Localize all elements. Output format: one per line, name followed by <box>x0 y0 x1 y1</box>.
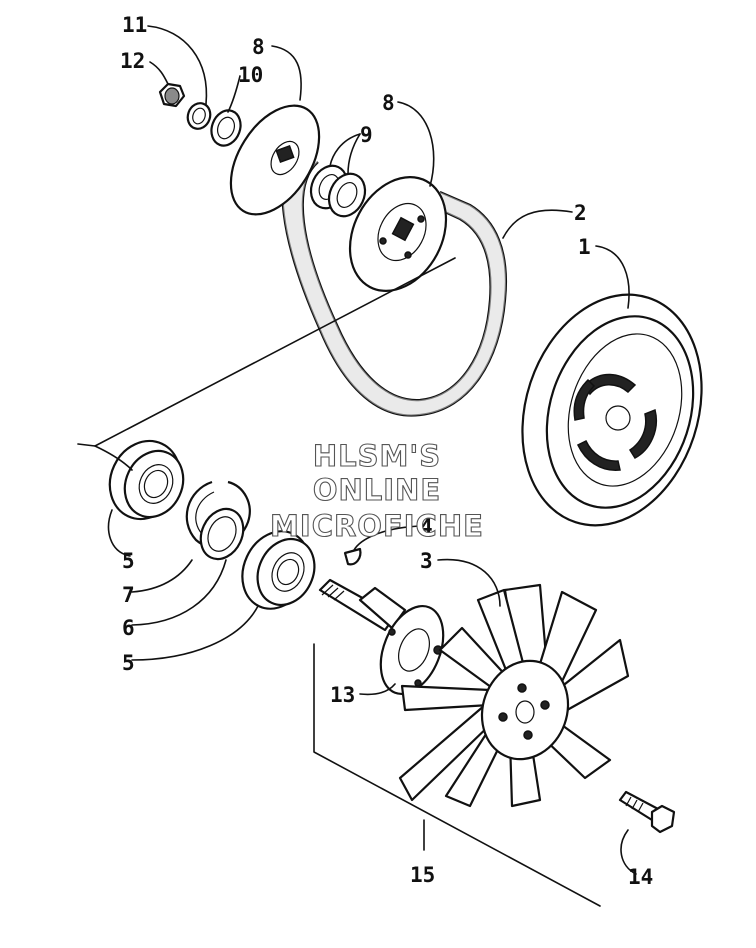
woodruff-key-4 <box>343 547 362 566</box>
callout-13: 13 <box>330 683 355 707</box>
callout-15: 15 <box>410 863 435 887</box>
callout-1: 1 <box>578 235 591 259</box>
watermark: HLSM'S ONLINE MICROFICHE <box>270 438 484 543</box>
fan-3 <box>398 583 630 808</box>
callout-4: 4 <box>420 515 433 539</box>
spacer-washers-9 <box>309 164 367 218</box>
leader-lines <box>77 25 637 907</box>
bearing-5-upper <box>108 439 185 521</box>
callout-6: 6 <box>122 616 135 640</box>
callout-5-upper: 5 <box>122 549 135 573</box>
watermark-line-1: HLSM'S <box>313 439 441 473</box>
v-belt <box>281 149 507 417</box>
callout-9: 9 <box>360 123 373 147</box>
bolt-14 <box>618 790 676 834</box>
callout-8-top: 8 <box>252 35 265 59</box>
drive-half-rear <box>229 104 321 216</box>
callout-3: 3 <box>420 549 433 573</box>
drive-half-front <box>348 176 448 292</box>
watermark-line-3: MICROFICHE <box>270 509 484 543</box>
lock-washer-11 <box>186 102 212 130</box>
washer-10 <box>210 109 242 147</box>
callout-labels: 11 12 8 10 8 9 2 1 4 3 5 7 6 5 13 15 14 <box>120 13 653 889</box>
nut-12 <box>158 82 186 108</box>
callout-8-lower: 8 <box>382 91 395 115</box>
callout-5-lower: 5 <box>122 651 135 675</box>
callout-7: 7 <box>122 583 135 607</box>
ring-6 <box>199 507 245 561</box>
callout-2: 2 <box>574 201 587 225</box>
shaft-13 <box>318 578 445 696</box>
callout-10: 10 <box>238 63 263 87</box>
driven-pulley <box>521 293 703 527</box>
watermark-line-2: ONLINE <box>313 473 441 507</box>
bearing-5-lower <box>241 530 316 610</box>
callout-14: 14 <box>628 865 653 889</box>
callout-12: 12 <box>120 49 145 73</box>
callout-11: 11 <box>122 13 147 37</box>
